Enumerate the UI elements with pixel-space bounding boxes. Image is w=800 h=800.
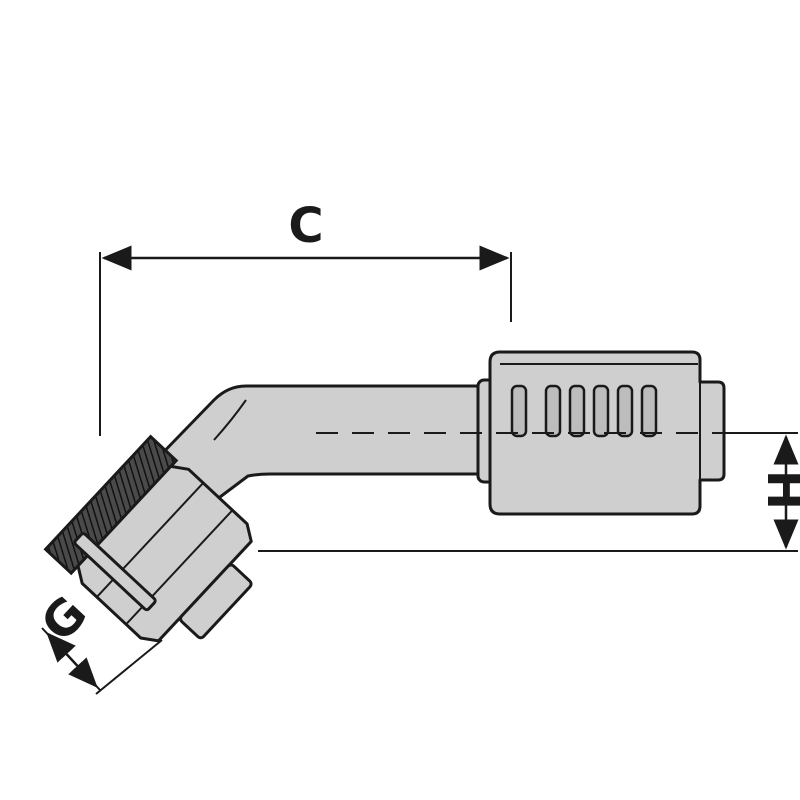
dimension-line-g (46, 632, 98, 688)
nut-nose (179, 563, 253, 640)
crimp-rib (510, 384, 528, 438)
dimension-h: H (258, 432, 800, 552)
swivel-nut-group (43, 434, 253, 643)
fitting (43, 350, 798, 643)
dimension-c: C (99, 198, 512, 436)
crimp-rib (616, 384, 634, 438)
crimp-rib (544, 384, 562, 438)
extension-line-g-2 (95, 639, 163, 695)
dimension-label-c: C (288, 198, 323, 254)
hex-nut (76, 464, 253, 643)
crimp-ribs (510, 384, 658, 438)
dimension-label-g: G (30, 586, 98, 653)
nut-pin (73, 532, 157, 612)
crimp-rib (592, 384, 610, 438)
tube-bend-shading (213, 399, 247, 441)
dimension-g: G (30, 586, 163, 695)
crimp-rib (568, 384, 586, 438)
crimp-rib (640, 384, 658, 438)
dimension-label-h: H (756, 470, 800, 510)
